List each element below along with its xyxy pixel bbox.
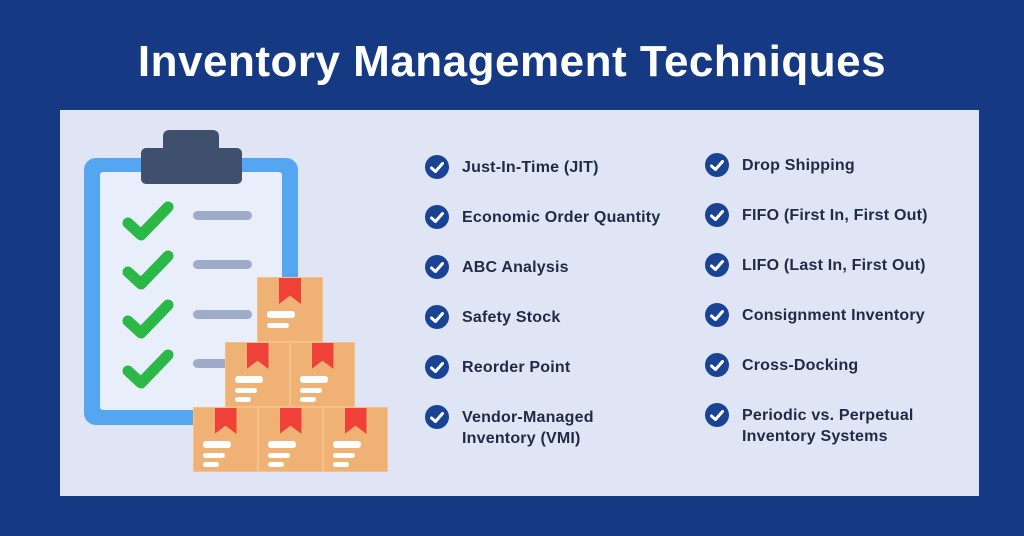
check-circle-icon bbox=[425, 355, 449, 379]
check-circle-icon bbox=[705, 253, 729, 277]
ribbon-icon bbox=[279, 278, 301, 304]
green-checkmark-icon bbox=[122, 250, 174, 290]
check-circle-icon bbox=[705, 203, 729, 227]
ribbon-icon bbox=[214, 408, 237, 434]
checklist-item-label: Drop Shipping bbox=[742, 157, 855, 174]
check-circle-icon bbox=[705, 153, 729, 177]
check-circle-icon bbox=[705, 303, 729, 327]
box-label-lines bbox=[300, 397, 316, 402]
box-icon bbox=[290, 342, 355, 407]
list-line-icon bbox=[193, 310, 252, 319]
checklist-item-label: Just-In-Time (JIT) bbox=[462, 159, 599, 176]
check-circle-icon bbox=[425, 155, 449, 179]
checklist-item-label: LIFO (Last In, First Out) bbox=[742, 257, 926, 274]
page-title: Inventory Management Techniques bbox=[137, 37, 887, 86]
box-label-lines bbox=[235, 376, 263, 383]
ribbon-icon bbox=[344, 408, 367, 434]
checklist-item: ABC Analysis bbox=[425, 255, 685, 279]
green-checkmark-icon bbox=[122, 349, 174, 389]
clipboard-clip-icon bbox=[141, 148, 242, 184]
ribbon-icon bbox=[246, 343, 269, 369]
box-label-lines bbox=[268, 453, 290, 458]
box-label-lines bbox=[267, 311, 295, 318]
checklist-item: Drop Shipping bbox=[705, 153, 965, 177]
list-line-icon bbox=[193, 359, 252, 368]
check-circle-icon bbox=[705, 403, 729, 427]
checklist-item-label: Vendor-Managed Inventory (VMI) bbox=[462, 409, 594, 447]
green-checkmark-icon bbox=[122, 201, 174, 241]
checklist-item-label: Consignment Inventory bbox=[742, 307, 925, 324]
ribbon-icon bbox=[279, 408, 302, 434]
box-label-lines bbox=[267, 323, 289, 328]
checklist-column-left: Just-In-Time (JIT) Economic Order Quanti… bbox=[425, 155, 685, 475]
checklist-item-label: FIFO (First In, First Out) bbox=[742, 207, 928, 224]
box-label-lines bbox=[203, 462, 219, 467]
box-label-lines bbox=[333, 441, 361, 448]
box-label-lines bbox=[235, 397, 251, 402]
box-label-lines bbox=[333, 453, 355, 458]
green-checkmark-icon bbox=[122, 299, 174, 339]
check-circle-icon bbox=[705, 353, 729, 377]
box-icon bbox=[257, 277, 323, 342]
checklist-item-label: Cross-Docking bbox=[742, 357, 859, 374]
box-icon bbox=[323, 407, 388, 472]
check-circle-icon bbox=[425, 405, 449, 429]
list-line-icon bbox=[193, 260, 252, 269]
ribbon-icon bbox=[311, 343, 334, 369]
box-label-lines bbox=[203, 441, 231, 448]
checklist-item: Periodic vs. Perpetual Inventory Systems bbox=[705, 403, 965, 447]
box-label-lines bbox=[268, 462, 284, 467]
list-line-icon bbox=[193, 211, 252, 220]
checklist-item-label: Economic Order Quantity bbox=[462, 209, 661, 226]
checklist-item: Reorder Point bbox=[425, 355, 685, 379]
checklist-item: LIFO (Last In, First Out) bbox=[705, 253, 965, 277]
check-circle-icon bbox=[425, 205, 449, 229]
box-label-lines bbox=[300, 376, 328, 383]
checklist-item: Just-In-Time (JIT) bbox=[425, 155, 685, 179]
checklist-item: Vendor-Managed Inventory (VMI) bbox=[425, 405, 685, 449]
box-label-lines bbox=[300, 388, 322, 393]
checklist-item: Economic Order Quantity bbox=[425, 205, 685, 229]
checklist-item: Consignment Inventory bbox=[705, 303, 965, 327]
check-circle-icon bbox=[425, 305, 449, 329]
checklist-item-label: Reorder Point bbox=[462, 359, 571, 376]
box-icon bbox=[258, 407, 323, 472]
checklist-column-right: Drop Shipping FIFO (First In, First Out)… bbox=[705, 153, 965, 473]
box-label-lines bbox=[235, 388, 257, 393]
checklist-item-label: ABC Analysis bbox=[462, 259, 569, 276]
box-label-lines bbox=[268, 441, 296, 448]
box-icon bbox=[225, 342, 290, 407]
box-icon bbox=[193, 407, 258, 472]
checklist-item-label: Periodic vs. Perpetual Inventory Systems bbox=[742, 407, 914, 445]
box-label-lines bbox=[333, 462, 349, 467]
box-label-lines bbox=[203, 453, 225, 458]
checklist-item: Cross-Docking bbox=[705, 353, 965, 377]
check-circle-icon bbox=[425, 255, 449, 279]
checklist-item: FIFO (First In, First Out) bbox=[705, 203, 965, 227]
checklist-item: Safety Stock bbox=[425, 305, 685, 329]
checklist-item-label: Safety Stock bbox=[462, 309, 561, 326]
